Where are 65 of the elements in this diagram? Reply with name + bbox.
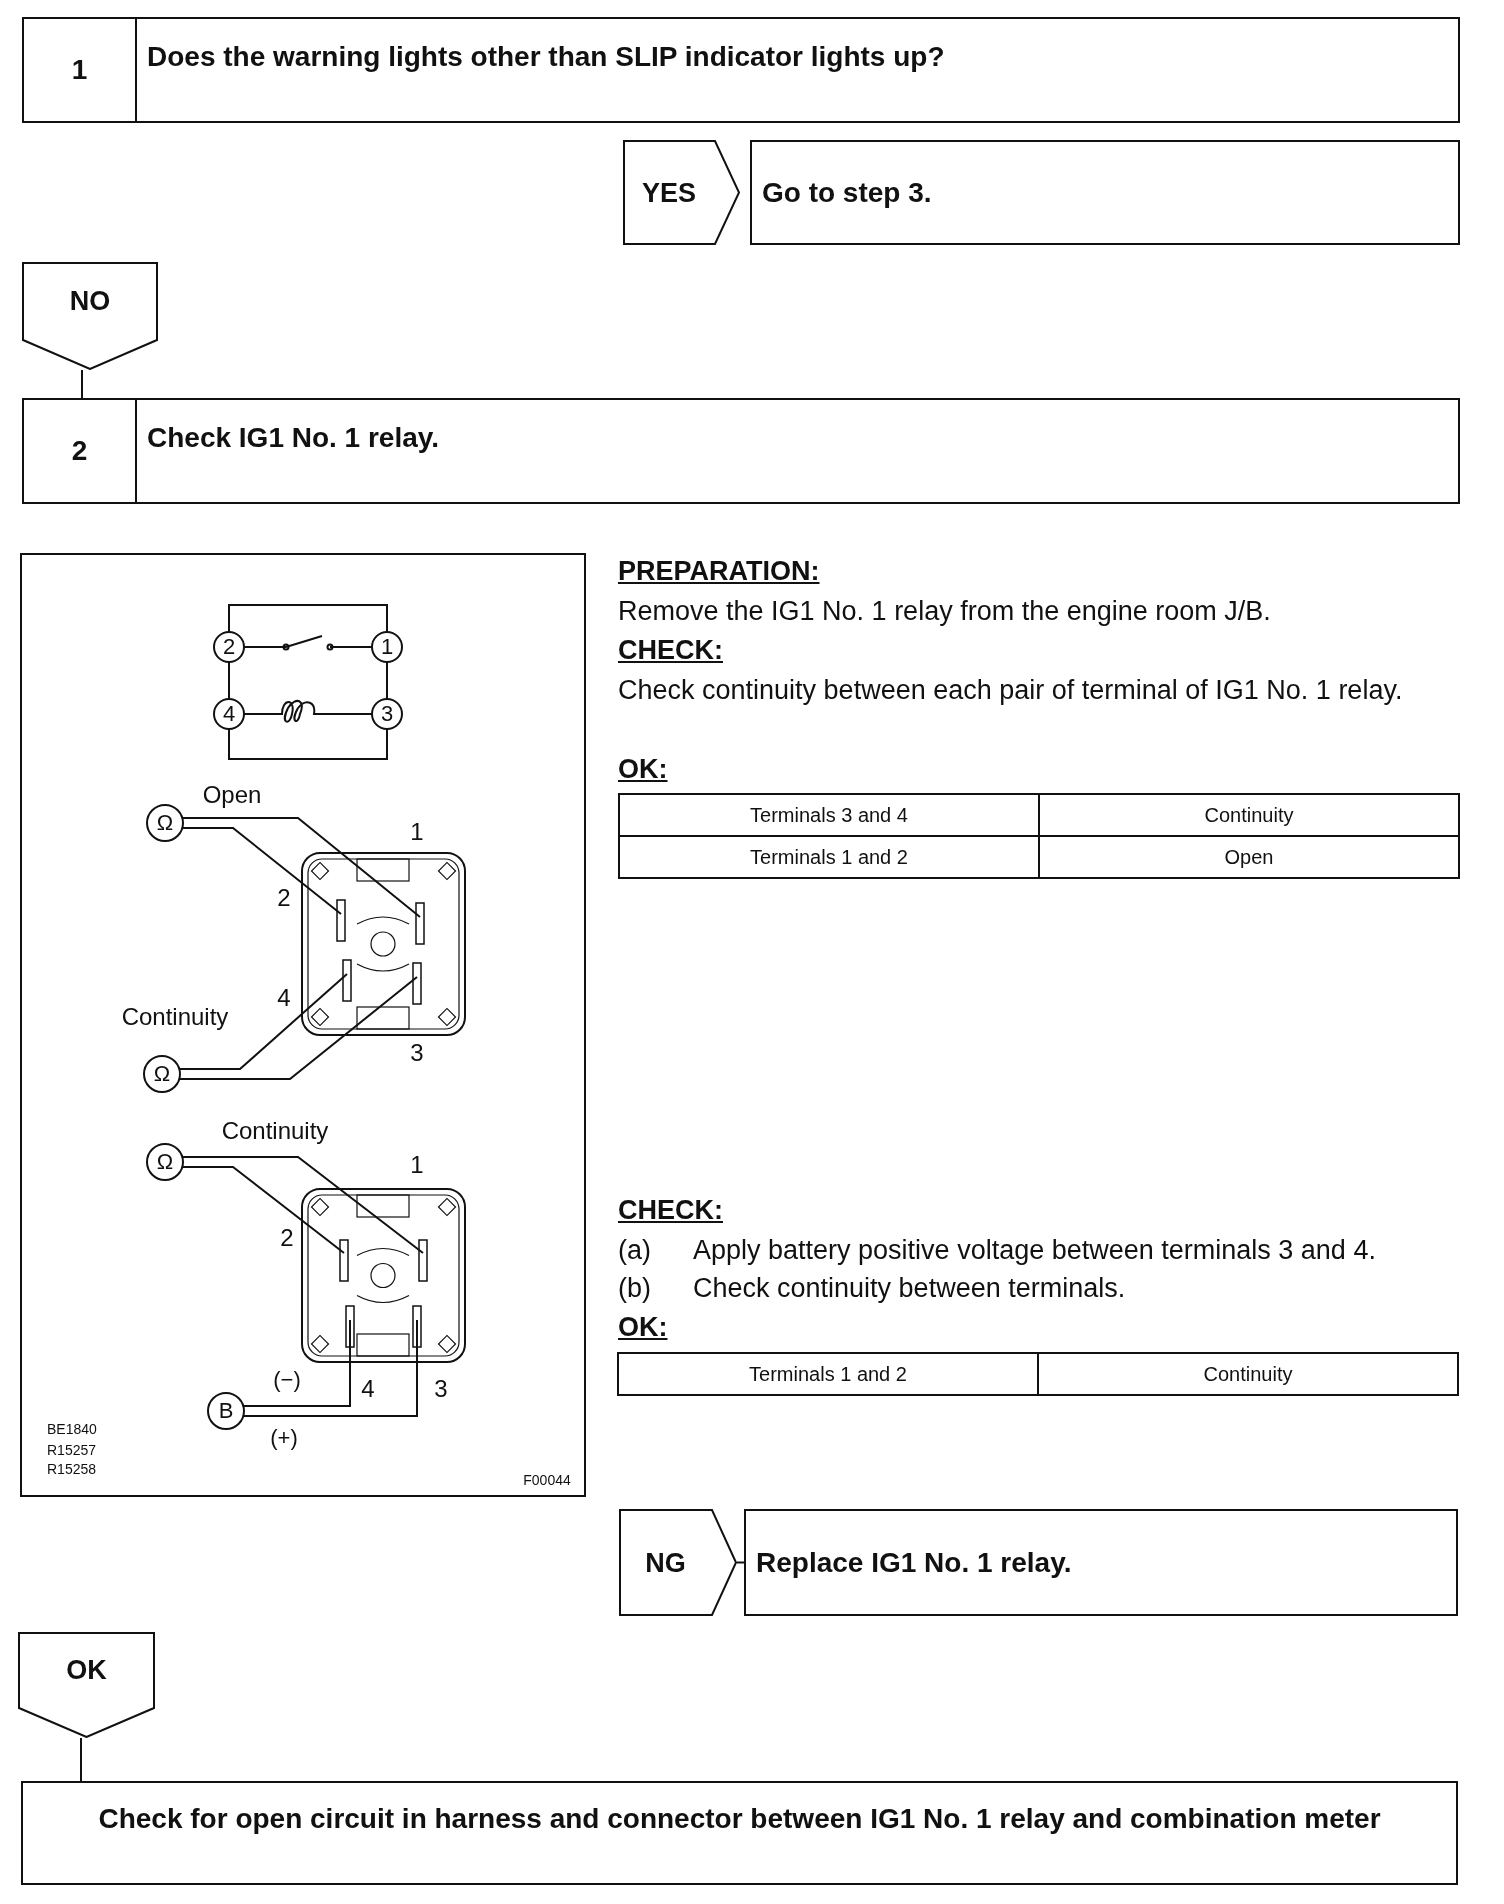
connector-line <box>80 1737 82 1782</box>
step-title: Check IG1 No. 1 relay. <box>146 421 440 455</box>
terminal-number: 3 <box>410 1041 424 1065</box>
figure-code: BE1840 <box>47 1422 97 1436</box>
terminal-number: 4 <box>222 703 236 725</box>
step-title: Does the warning lights other than SLIP indicator lights up? <box>146 40 945 74</box>
figure-code: R15257 <box>47 1443 97 1457</box>
edge-label: YES <box>642 177 696 208</box>
section-heading: OK: <box>618 1311 668 1344</box>
connector-line <box>736 1561 745 1564</box>
result-label: Continuity <box>221 1119 329 1143</box>
terminal-number: 2 <box>222 636 236 658</box>
action-text: Go to step 3. <box>762 176 932 209</box>
terminal-number: 4 <box>361 1377 375 1401</box>
table-cell: Open <box>1038 835 1460 879</box>
action-box <box>21 1781 1458 1885</box>
result-chevron <box>619 1509 737 1616</box>
terminal-number: 1 <box>410 820 424 844</box>
instruction-text: Check continuity between terminals. <box>693 1272 1127 1305</box>
action-text: Check for open circuit in harness and connector between IG1 No. 1 relay and combination meter <box>97 1803 1382 1835</box>
instruction-text: Remove the IG1 No. 1 relay from the engine room J/B. <box>618 595 1272 628</box>
result-chevron <box>22 262 158 370</box>
step-marker: (a) <box>618 1234 652 1267</box>
polarity-label: (+) <box>270 1427 298 1449</box>
connector-line <box>81 369 83 399</box>
terminal-number: 1 <box>410 1153 424 1177</box>
table-cell: Terminals 3 and 4 <box>618 793 1040 837</box>
step-number: 1 <box>24 19 137 121</box>
terminal-number: 4 <box>277 986 291 1010</box>
instruction-text: Apply battery positive voltage between terminals 3 and 4. <box>693 1234 1377 1267</box>
step-box <box>22 398 1460 504</box>
terminal-number: 2 <box>277 886 291 910</box>
section-heading: CHECK: <box>618 634 723 667</box>
terminal-number: 3 <box>434 1377 448 1401</box>
result-label: OK <box>66 1654 107 1686</box>
polarity-label: (−) <box>273 1369 301 1391</box>
battery-symbol: B <box>218 1400 234 1422</box>
table-cell: Terminals 1 and 2 <box>617 1352 1039 1396</box>
terminal-number: 2 <box>280 1226 294 1250</box>
result-chevron <box>18 1632 155 1738</box>
terminal-number: 1 <box>380 636 394 658</box>
figure-code: F00044 <box>523 1473 571 1487</box>
action-box <box>750 140 1460 245</box>
result-label: NG <box>645 1547 686 1578</box>
table-cell: Continuity <box>1037 1352 1459 1396</box>
result-label: Open <box>202 783 262 807</box>
result-label: NO <box>69 285 111 317</box>
ohmmeter-symbol: Ω <box>156 1151 174 1173</box>
section-heading: CHECK: <box>618 1194 723 1227</box>
chevron-arrow <box>623 140 741 245</box>
ohmmeter-symbol: Ω <box>156 812 174 834</box>
figure-code: R15258 <box>47 1462 97 1476</box>
step-number: 2 <box>24 400 137 502</box>
table-cell: Continuity <box>1038 793 1460 837</box>
action-box <box>744 1509 1458 1616</box>
result-label: Continuity <box>121 1005 229 1029</box>
action-text: Replace IG1 No. 1 relay. <box>756 1546 1072 1579</box>
ohmmeter-symbol: Ω <box>153 1063 171 1085</box>
step-box <box>22 17 1460 123</box>
terminal-number: 3 <box>380 703 394 725</box>
step-marker: (b) <box>618 1272 652 1305</box>
section-heading: OK: <box>618 753 668 786</box>
instruction-text: Check continuity between each pair of terminal of IG1 No. 1 relay. <box>618 674 1404 707</box>
table-cell: Terminals 1 and 2 <box>618 835 1040 879</box>
section-heading: PREPARATION: <box>618 555 820 588</box>
